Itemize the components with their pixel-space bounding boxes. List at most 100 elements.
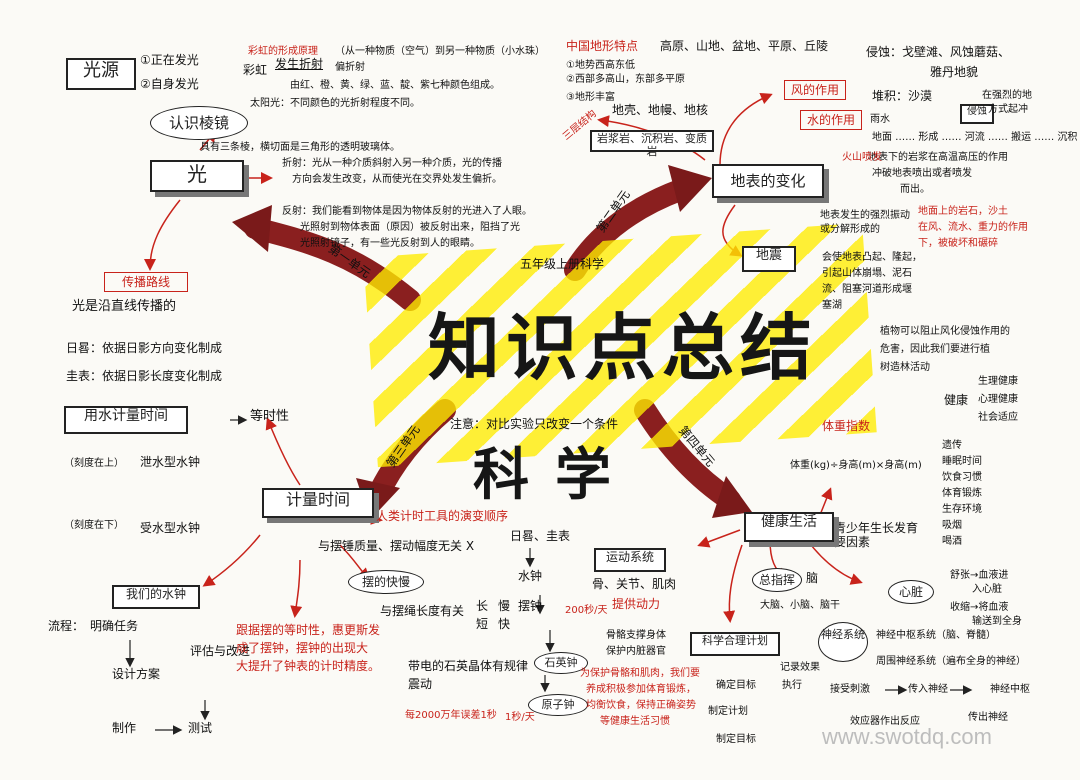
volcano-label: 火山喷发 [842, 152, 882, 163]
time-center-box: 计量时间 [262, 488, 374, 518]
erosion-note: 在强烈的地 [982, 90, 1032, 101]
big-arrow-unit1-head [232, 205, 272, 252]
pendulum-speed-oval: 摆的快慢 [348, 570, 424, 594]
growth-factor: 睡眠时间 [942, 456, 982, 467]
nerve-desc: 神经中枢系统（脑、脊髓） [876, 630, 996, 641]
sundial-text: 日晷：依据日影方向变化制成 [66, 341, 223, 355]
pendulum-length-factor: 与摆绳长度有关 [380, 604, 465, 618]
heart-desc: 收缩→将血液 [950, 602, 1009, 613]
plan-box: 科学合理计划 [690, 632, 780, 656]
water-action-box: 水的作用 [800, 110, 862, 130]
health-type: 社会适应 [978, 412, 1018, 423]
plan-step: 确定目标 [716, 680, 756, 691]
flow-step: 制作 [112, 721, 137, 735]
magma-line: 地表下的岩浆在高温高压的作用 [868, 152, 1008, 163]
pendulum-irrelevant-factors: 与摆锤质量、摆动幅度无关 X [318, 539, 475, 553]
flow-step: 评估与改进 [190, 644, 251, 658]
flow-step: 设计方案 [112, 667, 161, 681]
weathering-line: 地面上的岩石，沙土 [918, 206, 1008, 217]
growth-factor: 喝酒 [942, 536, 962, 547]
plants-note: 植物可以阻止风化侵蚀作用的 [880, 326, 1010, 337]
motion-parts: 骨、关节、肌肉 [592, 577, 677, 591]
erosion-note: 方式起冲 [988, 104, 1028, 115]
health-type: 生理健康 [978, 376, 1018, 387]
atomic-error: 每2000万年误差1秒 [405, 710, 497, 721]
magma-line: 而出。 [900, 184, 930, 195]
wind-action-box: 风的作用 [784, 80, 846, 100]
quartz-desc: 带电的石英晶体有规律 [408, 659, 529, 673]
growth-factor: 遗传 [942, 440, 962, 451]
nerve-flow-step: 效应器作出反应 [850, 716, 920, 727]
plants-note: 树造林活动 [880, 362, 930, 373]
our-water-clock-box: 我们的水钟 [112, 585, 200, 609]
dispersion-line: 太阳光：不同颜色的光折射程度不同。 [250, 98, 420, 109]
plan-step: 执行 [782, 680, 802, 691]
quartz-desc: 震动 [408, 677, 433, 691]
prism-oval: 认识棱镜 [150, 106, 248, 140]
chain-pendulum-clock: 摆钟 [518, 599, 543, 613]
erosion-tag: 侵蚀 [960, 104, 994, 124]
health-types-label: 健康 [944, 393, 969, 407]
rock-types-box: 岩浆岩、沉积岩、变质岩 [590, 130, 714, 158]
water-timer-box: 用水计量时间 [64, 406, 188, 434]
chain-quartz-clock: 石英钟 [534, 652, 588, 674]
light-center-box: 光 [150, 160, 244, 192]
heart-oval: 心脏 [888, 580, 934, 604]
health-type: 心理健康 [978, 394, 1018, 405]
prism-description: 具有三条棱，横切面是三角形的透明玻璃体。 [200, 142, 400, 153]
huygens-note: 跟据摆的等时性，惠更斯发 [236, 623, 381, 637]
light-source-item: ①正在发光 [140, 53, 199, 67]
subject-title: 科学 [473, 442, 637, 508]
motion-system-box: 运动系统 [594, 548, 666, 572]
plan-step: 制定计划 [708, 706, 748, 717]
bones-note: 等健康生活习惯 [600, 716, 670, 727]
flow-label: 流程： [48, 619, 85, 633]
nerve-flow-step: 接受刺激 [830, 684, 870, 695]
rain-line: 雨水 [870, 114, 890, 125]
length-short: 短 [476, 617, 489, 631]
nerve-flow-step: 传出神经 [968, 712, 1008, 723]
quake-effect: 会使地表凸起、隆起， [822, 252, 922, 263]
chain-atomic-clock: 原子钟 [528, 694, 588, 716]
bones-note: 骨骼支撑身体 [606, 630, 666, 641]
grade-label: 五年级上册科学 [520, 257, 605, 271]
huygens-note: 大提升了钟表的计时精度。 [236, 659, 381, 673]
brain-label: 脑 [806, 571, 819, 585]
bones-note: 养成积极参加体育锻炼， [586, 684, 696, 695]
isochronism-label: 等时性 [250, 409, 290, 424]
refraction-line: 折射：光从一种介质斜射入另一种介质，光的传播 [282, 158, 502, 169]
watermark: www.swotdq.com [822, 724, 992, 749]
propagation-text: 光是沿直线传播的 [72, 299, 177, 314]
propagation-route-box: 传播路线 [104, 272, 188, 292]
earth-center-box: 地表的变化 [712, 164, 824, 198]
guibiao-text: 圭表：依据日影长度变化制成 [66, 369, 223, 383]
speed-slow: 慢 [498, 599, 511, 613]
light-source-item: ②自身发光 [140, 77, 199, 91]
timing-tool-history-note: 人类计时工具的演变顺序 [376, 509, 509, 523]
china-landforms: 高原、山地、盆地、平原、丘陵 [660, 39, 829, 53]
dispersion-label: 发生折射 [275, 57, 324, 71]
bones-note: 保护内脏器官 [606, 646, 666, 657]
huygens-note: 成了摆钟，摆钟的出现大 [236, 641, 369, 655]
big-arrow-unit2-head [668, 165, 712, 212]
motion-power: 提供动力 [612, 597, 661, 611]
growth-factor: 体育锻炼 [942, 488, 982, 499]
receive-scale-tag: （刻度在下） [64, 520, 124, 531]
plan-step: 制定目标 [716, 734, 756, 745]
heart-desc: 输送到全身 [972, 616, 1022, 627]
nerve-system-oval: 神经系统 [818, 622, 868, 662]
quake-effect: 引起山体崩塌、泥石 [822, 268, 912, 279]
reflection-line: 反射：我们能看到物体是因为物体反射的光进入了人眼。 [282, 206, 532, 217]
chain-sundial: 日晷、圭表 [510, 529, 571, 543]
experiment-note: 注意：对比实验只改变一个条件 [450, 417, 619, 431]
growth-factor: 饮食习惯 [942, 472, 982, 483]
leak-scale-tag: （刻度在上） [64, 458, 124, 469]
chain-water-clock: 水钟 [518, 569, 543, 583]
quartz-error: 1秒/天 [505, 712, 535, 723]
china-item: ①地势西高东低 [566, 60, 635, 71]
rainbow-principle-label: 彩虹的形成原理 [248, 46, 318, 57]
leak-water-clock: 泄水型水钟 [140, 455, 201, 469]
china-terrain-head: 中国地形特点 [566, 39, 639, 53]
light-source-box: 光源 [66, 58, 136, 90]
china-item: ③地形丰富 [566, 92, 615, 103]
